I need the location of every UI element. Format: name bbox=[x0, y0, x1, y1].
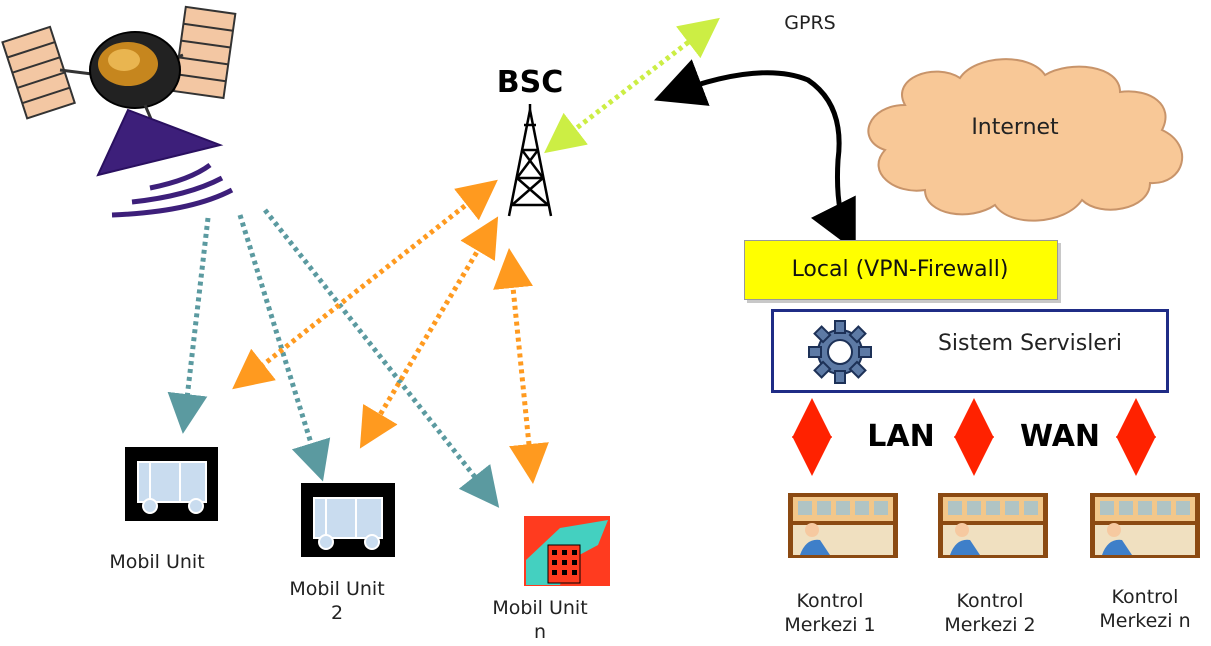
services-label: Sistem Servisleri bbox=[937, 331, 1123, 356]
services-box bbox=[771, 309, 1169, 393]
lan-wan-arrows bbox=[792, 398, 1156, 476]
wan-label: WAN bbox=[1019, 419, 1101, 454]
bsc-links bbox=[232, 179, 549, 484]
gateway-link bbox=[653, 59, 856, 252]
mobile-unit-1-label: Mobil Unit bbox=[109, 551, 205, 573]
internet-cloud-icon bbox=[867, 58, 1184, 222]
control-center-1-icon bbox=[788, 493, 898, 558]
gprs-label: GPRS bbox=[784, 12, 836, 34]
mobile-unit-1-icon bbox=[125, 447, 218, 521]
gear-icon bbox=[808, 320, 872, 384]
bsc-tower-icon bbox=[507, 104, 553, 217]
mobile-unit-2-icon bbox=[301, 483, 395, 557]
gprs-link bbox=[544, 17, 720, 154]
firewall-label: Local (VPN-Firewall) bbox=[791, 257, 1009, 282]
internet-label: Internet bbox=[971, 115, 1059, 140]
control-center-n-icon bbox=[1090, 493, 1200, 558]
control-center-2-icon bbox=[938, 493, 1048, 558]
satellite-icon bbox=[1, 5, 237, 218]
lan-label: LAN bbox=[867, 419, 935, 454]
satellite-links bbox=[167, 208, 500, 508]
firewall-box bbox=[744, 240, 1058, 300]
mobile-unit-n-icon bbox=[524, 516, 610, 586]
bsc-label: BSC bbox=[496, 65, 564, 100]
